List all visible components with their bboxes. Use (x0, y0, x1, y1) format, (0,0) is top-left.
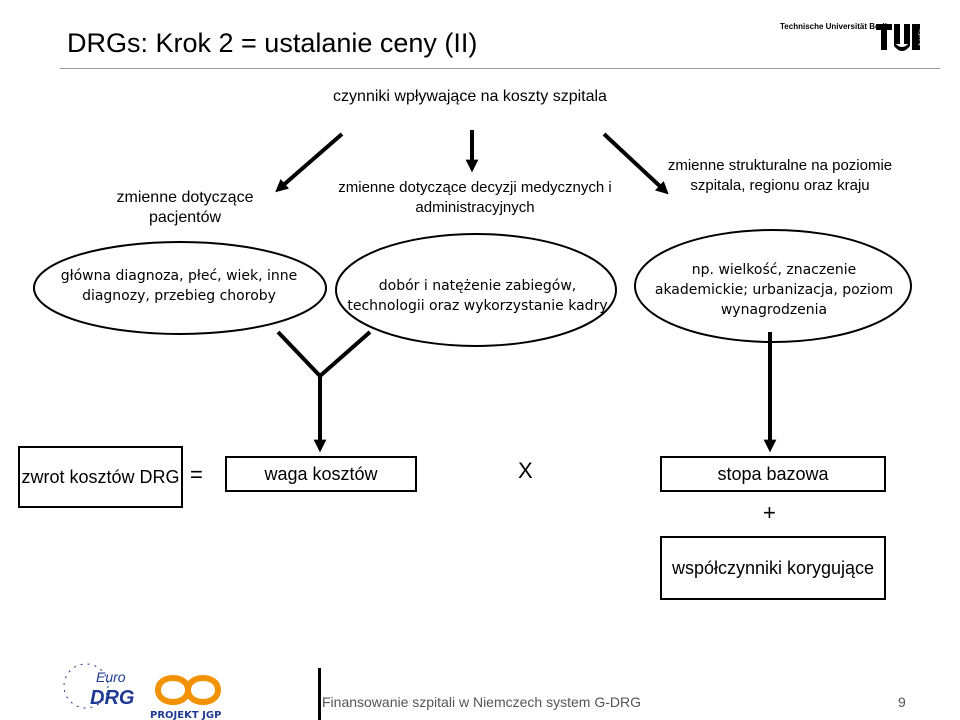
oval-left (33, 241, 327, 335)
euro-drg-logo: Euro DRG (63, 663, 134, 709)
zwrot-box: zwrot kosztów DRG (18, 446, 183, 508)
tu-logo-side-text: berlin (918, 28, 920, 45)
arrow-to-right (602, 132, 669, 195)
oval-middle (335, 233, 617, 347)
tu-berlin-logo: berlin (876, 24, 920, 51)
oval-right-text: np. wielkość, znaczenie akademickie; urb… (654, 262, 894, 318)
stopa-box: stopa bazowa (660, 456, 886, 492)
plus-sign: + (763, 500, 776, 525)
v-left-line (276, 330, 322, 378)
oval-middle-text: dobór i natężenie zabiegów, technologii … (347, 278, 608, 314)
equals-sign: = (190, 462, 203, 487)
slide-title: DRGs: Krok 2 = ustalanie ceny (II) (67, 28, 478, 58)
right-heading: zmienne strukturalne na poziomie szpital… (667, 157, 893, 194)
oval-right (634, 229, 912, 343)
center-heading: czynniki wpływające na koszty szpitala (333, 88, 607, 105)
waga-label: waga kosztów (264, 463, 378, 484)
waga-box: waga kosztów (225, 456, 417, 492)
page-number: 9 (898, 694, 906, 710)
euro-text: Euro (96, 669, 126, 685)
v-right-line (318, 330, 372, 378)
stopa-label: stopa bazowa (717, 463, 829, 484)
jgp-text: PROJEKT JGP (150, 710, 221, 720)
wspolczynniki-label: współczynniki korygujące (671, 558, 875, 578)
jgp-logo: PROJEKT JGP (150, 675, 221, 720)
zwrot-label: zwrot kosztów DRG (21, 467, 180, 487)
arrow-to-left (275, 132, 344, 193)
footer-text: Finansowanie szpitali w Niemczech system… (322, 694, 641, 710)
times-sign: X (518, 458, 533, 483)
footer-separator (318, 668, 321, 720)
title-divider (60, 68, 940, 69)
university-name: Technische Universität Berlin (780, 22, 892, 31)
middle-heading: zmienne dotyczące decyzji medycznych i a… (338, 179, 612, 216)
oval-left-text: główna diagnoza, płeć, wiek, inne diagno… (60, 268, 298, 304)
wspolczynniki-box: współczynniki korygujące (660, 536, 886, 600)
drg-text: DRG (90, 687, 134, 709)
footer-logos: Euro DRG PROJEKT JGP (63, 663, 221, 720)
left-heading: zmienne dotyczące pacjentów (116, 189, 254, 226)
